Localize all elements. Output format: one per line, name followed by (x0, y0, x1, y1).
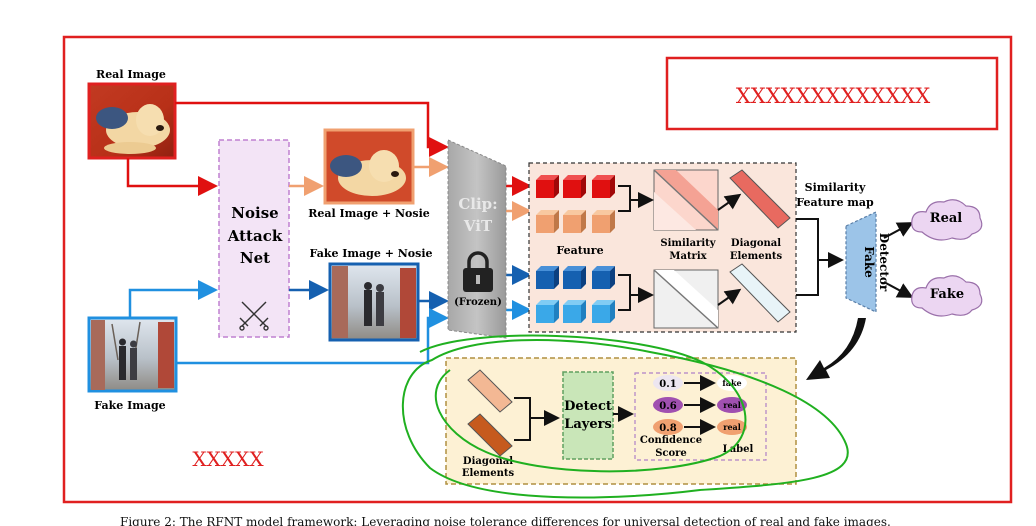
detect-layers-box (562, 371, 614, 460)
figure-caption: Figure 2: The RFNT model framework: Leve… (120, 515, 891, 526)
fake-image-label: Fake Image (94, 399, 165, 412)
real-output-cloud (911, 199, 983, 241)
score-row: 0.8 real (653, 419, 747, 435)
feature-cube (592, 266, 615, 289)
frozen-label: (Frozen) (454, 297, 502, 308)
green-scribble-inner (419, 334, 747, 473)
fake-output-cloud (911, 275, 983, 317)
fake-image-thumbnail (87, 316, 178, 393)
feature-cube (536, 266, 559, 289)
diagonal-elements-real (729, 169, 791, 229)
detect-layers-line1: Detect (564, 399, 612, 414)
real-image-noise-thumbnail (323, 128, 415, 205)
feature-cube (536, 300, 559, 323)
feature-cubes (536, 175, 615, 323)
feature-cube (563, 210, 586, 233)
similarity-feature-map-line2: Feature map (796, 196, 874, 209)
real-image-noise-label: Real Image + Nosie (308, 207, 430, 220)
feature-cube (563, 175, 586, 198)
fake-path-arrows (128, 265, 532, 365)
outer-frame (62, 35, 1013, 504)
score-value: 0.8 (659, 423, 676, 434)
clip-vit-encoder: Clip: ViT (Frozen) (447, 139, 507, 339)
diagonal-elements-fake (729, 263, 791, 323)
label-badge (717, 419, 747, 435)
noise-attack-net-line3: Net (240, 249, 270, 267)
diagonal-element-light (467, 369, 513, 413)
diagonal-elements-label-line1: Diagonal (731, 238, 781, 249)
confidence-score-line2: Score (655, 448, 687, 459)
matrix-to-diagonal-arrows (717, 193, 742, 306)
clip-label-line1: Clip: (458, 195, 497, 213)
fake-detector-label-line1: Fake (862, 246, 876, 278)
score-row: 0.6 real (653, 397, 747, 413)
green-scribble-outer (401, 339, 849, 499)
score-value: 0.1 (659, 379, 676, 390)
feature-cube (592, 300, 615, 323)
redacted-footnote: XXXXX (192, 447, 264, 471)
similarity-matrix-fake (653, 269, 719, 329)
feature-merge-connectors (618, 185, 654, 311)
score-badge (653, 375, 683, 391)
feature-cube (592, 210, 615, 233)
similarity-feature-map-line1: Similarity (805, 181, 866, 194)
score-value: 0.6 (659, 401, 676, 412)
output-real-label: Real (930, 211, 962, 226)
similarity-matrix-label-line2: Matrix (669, 251, 707, 262)
clip-label-line2: ViT (463, 217, 493, 235)
fake-image-noise-thumbnail (328, 262, 420, 342)
real-image-label: Real Image (96, 68, 166, 81)
diagonal-element-dark (467, 413, 513, 457)
real-path-arrows (126, 101, 532, 221)
detect-layers-line2: Layers (564, 417, 612, 432)
output-fake-label: Fake (930, 287, 964, 302)
curved-pointer-arrow (806, 318, 866, 380)
similarity-matrix-real (653, 169, 719, 231)
score-badge (653, 419, 683, 435)
similarity-matrix-label-line1: Similarity (660, 238, 716, 249)
real-image-thumbnail (87, 82, 177, 160)
feature-map-to-detector-arrows (796, 218, 844, 296)
score-rows: 0.1 fake 0.6 real 0.8 real (653, 375, 747, 435)
score-panel (634, 372, 767, 461)
noise-attack-net-line2: Attack (227, 227, 283, 245)
confidence-score-line1: Confidence (640, 435, 702, 446)
crossed-swords-icon (239, 301, 269, 331)
feature-cube (563, 266, 586, 289)
fake-image-noise-label: Fake Image + Nosie (309, 247, 432, 260)
label-badge (717, 397, 747, 413)
feature-cube (536, 175, 559, 198)
diagonal-elements-label-line2: Elements (730, 251, 783, 262)
redacted-title: XXXXXXXXXXXXX (736, 84, 930, 108)
feature-cube (563, 300, 586, 323)
feature-cube (592, 175, 615, 198)
detector-output-arrows (883, 222, 914, 298)
feature-label: Feature (556, 244, 603, 257)
diagonal-elements-bottom-line2: Elements (462, 468, 515, 479)
noise-attack-net-line1: Noise (231, 204, 278, 222)
diagonal-elements-bottom-line1: Diagonal (463, 456, 513, 467)
label-value: real (723, 400, 741, 410)
lock-icon (463, 251, 493, 292)
fake-detector-label-line2: Detector (877, 233, 891, 292)
label-value: fake (722, 378, 741, 388)
redacted-box (665, 56, 999, 131)
feature-cube (536, 210, 559, 233)
score-badge (653, 397, 683, 413)
diagonal-to-detect-arrows (514, 397, 560, 441)
fake-detector (845, 211, 877, 313)
label-caption: Label (723, 444, 754, 455)
label-value: real (723, 422, 741, 432)
noise-attack-net-box (218, 139, 290, 338)
